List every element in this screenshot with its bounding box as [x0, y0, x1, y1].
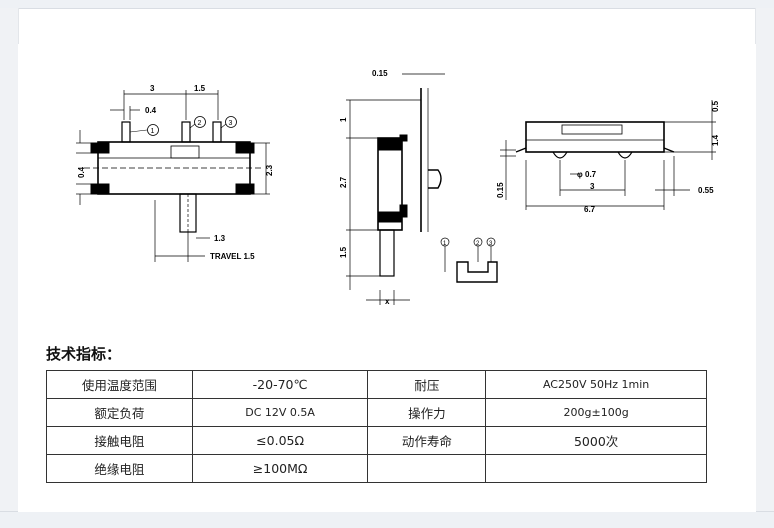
left-view-outline	[76, 90, 270, 262]
dim-0-55: 0.55	[698, 186, 714, 195]
dim-3-right: 3	[590, 182, 595, 191]
table-row: 使用温度范围 -20-70℃ 耐压 AC250V 50Hz 1min	[46, 370, 707, 399]
dim-1-4: 1.4	[711, 134, 720, 146]
spec-value: ≥100MΩ	[191, 454, 369, 483]
table-row: 额定负荷 DC 12V 0.5A 操作力 200g±100g	[46, 398, 707, 427]
table-row: 接触电阻 ≤0.05Ω 动作寿命 5000次	[46, 426, 707, 455]
dim-3-left: 3	[150, 84, 155, 93]
table-row: 绝缘电阻 ≥100MΩ	[46, 454, 707, 483]
dim-1-5-mid: 1.5	[339, 246, 348, 258]
spec-label: 接触电阻	[46, 426, 193, 455]
spec-label: 额定负荷	[46, 398, 193, 427]
phi-symbol: φ	[577, 170, 583, 179]
pin-label-3: 3	[229, 120, 233, 127]
dim-0-4-side: 0.4	[77, 166, 86, 178]
spec-value: AC250V 50Hz 1min	[485, 370, 707, 399]
spec-label: 绝缘电阻	[46, 454, 193, 483]
dim-0-15-mid: 0.15	[372, 69, 388, 78]
spec-value: 5000次	[485, 426, 707, 455]
spec-label	[367, 454, 487, 483]
dim-0-4-top: 0.4	[145, 106, 157, 115]
pin-label-1: 1	[151, 128, 155, 135]
dim-0-7: 0.7	[585, 170, 597, 179]
dim-1-5-left: 1.5	[194, 84, 206, 93]
dim-1-mid: 1	[339, 117, 348, 122]
dim-6-7: 6.7	[584, 205, 596, 214]
top-border	[0, 0, 774, 9]
dim-2-7: 2.7	[339, 176, 348, 188]
dim-0-15-right: 0.15	[496, 182, 505, 198]
dim-0-5: 0.5	[711, 100, 720, 112]
right-view-outline	[500, 100, 716, 210]
specs-title: 技术指标：	[46, 345, 122, 363]
pin-diagram-2: 2	[476, 241, 480, 247]
specs-table: 使用温度范围 -20-70℃ 耐压 AC250V 50Hz 1min 额定负荷 …	[46, 370, 707, 483]
spec-value: ≤0.05Ω	[191, 426, 369, 455]
pin-diagram-1: 1	[443, 241, 447, 247]
dim-x: x	[385, 297, 390, 306]
dim-2-3: 2.3	[265, 164, 274, 176]
spec-label: 耐压	[367, 370, 487, 399]
pin-diagram-3: 3	[489, 241, 493, 247]
spec-value: -20-70℃	[191, 370, 369, 399]
dim-travel: TRAVEL 1.5	[210, 252, 255, 261]
spec-label: 操作力	[367, 398, 487, 427]
middle-view-outline	[346, 73, 445, 305]
spec-value: 200g±100g	[485, 398, 707, 427]
spec-value	[485, 454, 707, 483]
pin-diagram	[440, 237, 498, 283]
spec-label: 使用温度范围	[46, 370, 193, 399]
pin-label-2: 2	[198, 120, 202, 127]
spec-value: DC 12V 0.5A	[191, 398, 369, 427]
dim-1-3: 1.3	[214, 234, 226, 243]
spec-label: 动作寿命	[367, 426, 487, 455]
